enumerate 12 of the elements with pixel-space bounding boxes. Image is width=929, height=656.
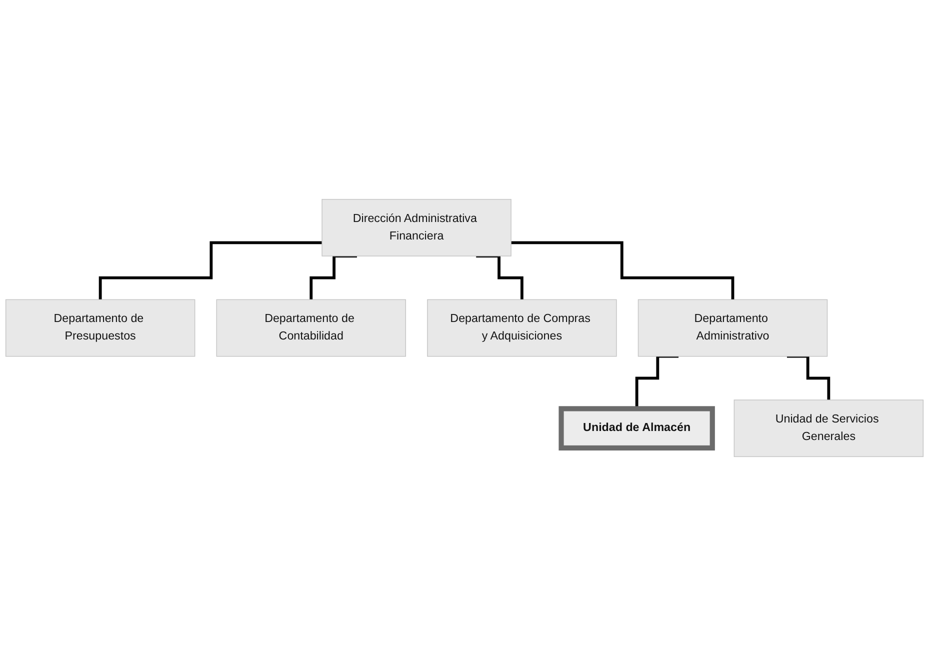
connector <box>310 254 357 302</box>
connector <box>786 354 830 402</box>
node-box: Departamento de Presupuestos <box>5 299 196 357</box>
connector <box>476 254 524 302</box>
node-box: Departamento de Contabilidad <box>216 299 406 357</box>
node-box: Departamento Administrativo <box>638 299 828 357</box>
node-box: Unidad de Servicios Generales <box>734 400 924 458</box>
node-box: Departamento de Compras y Adquisiciones <box>427 299 617 357</box>
node-box: Unidad de Almacén <box>558 406 715 450</box>
connector <box>98 241 322 302</box>
node-box: Dirección Administrativa Financiera <box>322 198 512 256</box>
connector <box>511 241 734 302</box>
